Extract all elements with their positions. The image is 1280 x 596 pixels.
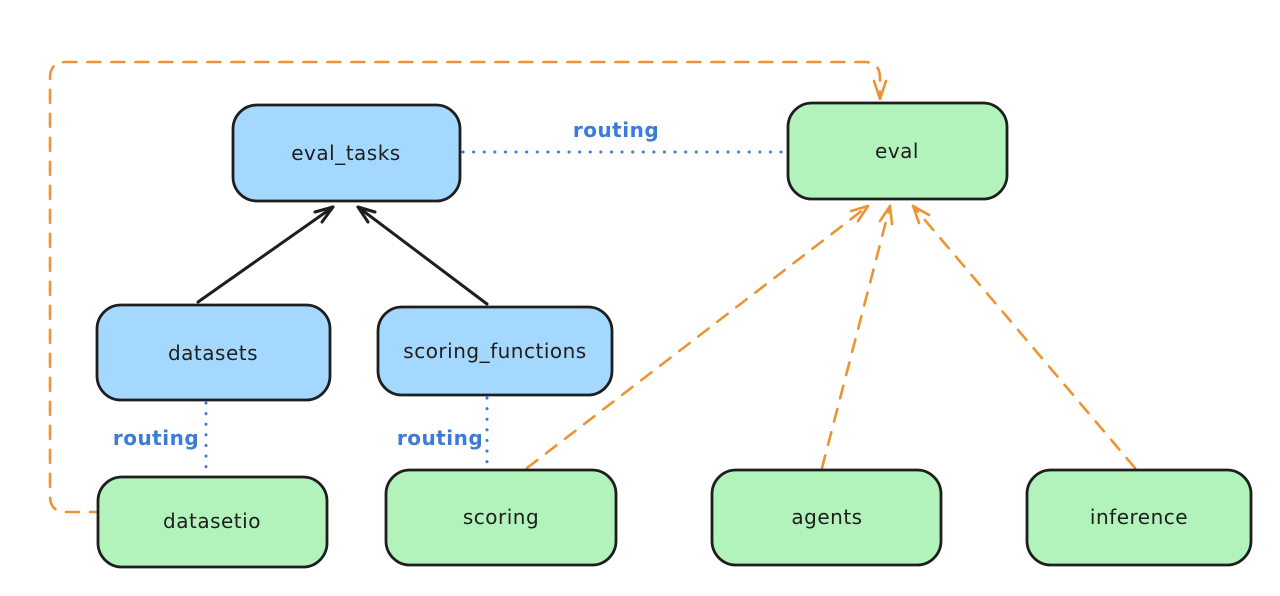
arrowhead-icon — [878, 204, 894, 226]
node-label: eval — [875, 139, 919, 163]
arrowhead-icon — [356, 205, 377, 224]
node-label: datasets — [168, 341, 258, 365]
edge-label-routing: routing — [573, 118, 659, 142]
node-datasets: datasets — [95, 303, 332, 402]
node-datasetio: datasetio — [96, 475, 329, 569]
node-scoring-functions: scoring_functions — [376, 305, 614, 397]
edge-datasets-to-eval-tasks — [196, 205, 335, 304]
edge-scoring-functions-to-scoring: routing — [397, 396, 489, 469]
node-scoring: scoring — [384, 468, 618, 567]
node-label: inference — [1090, 505, 1188, 529]
node-eval: eval — [786, 101, 1009, 201]
edge-scoring-to-eval — [525, 204, 870, 470]
node-label: datasetio — [163, 509, 261, 533]
arrowhead-icon — [911, 204, 931, 225]
arrowhead-icon — [313, 205, 335, 224]
edge-scoring-functions-to-eval-tasks — [356, 205, 489, 306]
node-eval-tasks: eval_tasks — [231, 103, 462, 203]
node-agents: agents — [710, 468, 943, 567]
edge-eval-tasks-to-eval: routing — [461, 118, 788, 154]
edge-label-routing: routing — [397, 426, 483, 450]
arrowhead-icon — [849, 204, 870, 223]
node-label: eval_tasks — [291, 141, 400, 165]
edge-agents-to-eval — [820, 204, 894, 470]
edge-inference-to-eval — [911, 204, 1137, 470]
node-label: scoring — [463, 505, 539, 529]
edge-datasets-to-datasetio: routing — [113, 401, 208, 476]
node-label: agents — [791, 505, 862, 529]
node-inference: inference — [1025, 468, 1253, 567]
arrowhead-down-icon — [872, 79, 888, 101]
edge-datasetio-to-eval — [48, 60, 888, 514]
node-label: scoring_functions — [403, 339, 586, 363]
edge-label-routing: routing — [113, 426, 199, 450]
